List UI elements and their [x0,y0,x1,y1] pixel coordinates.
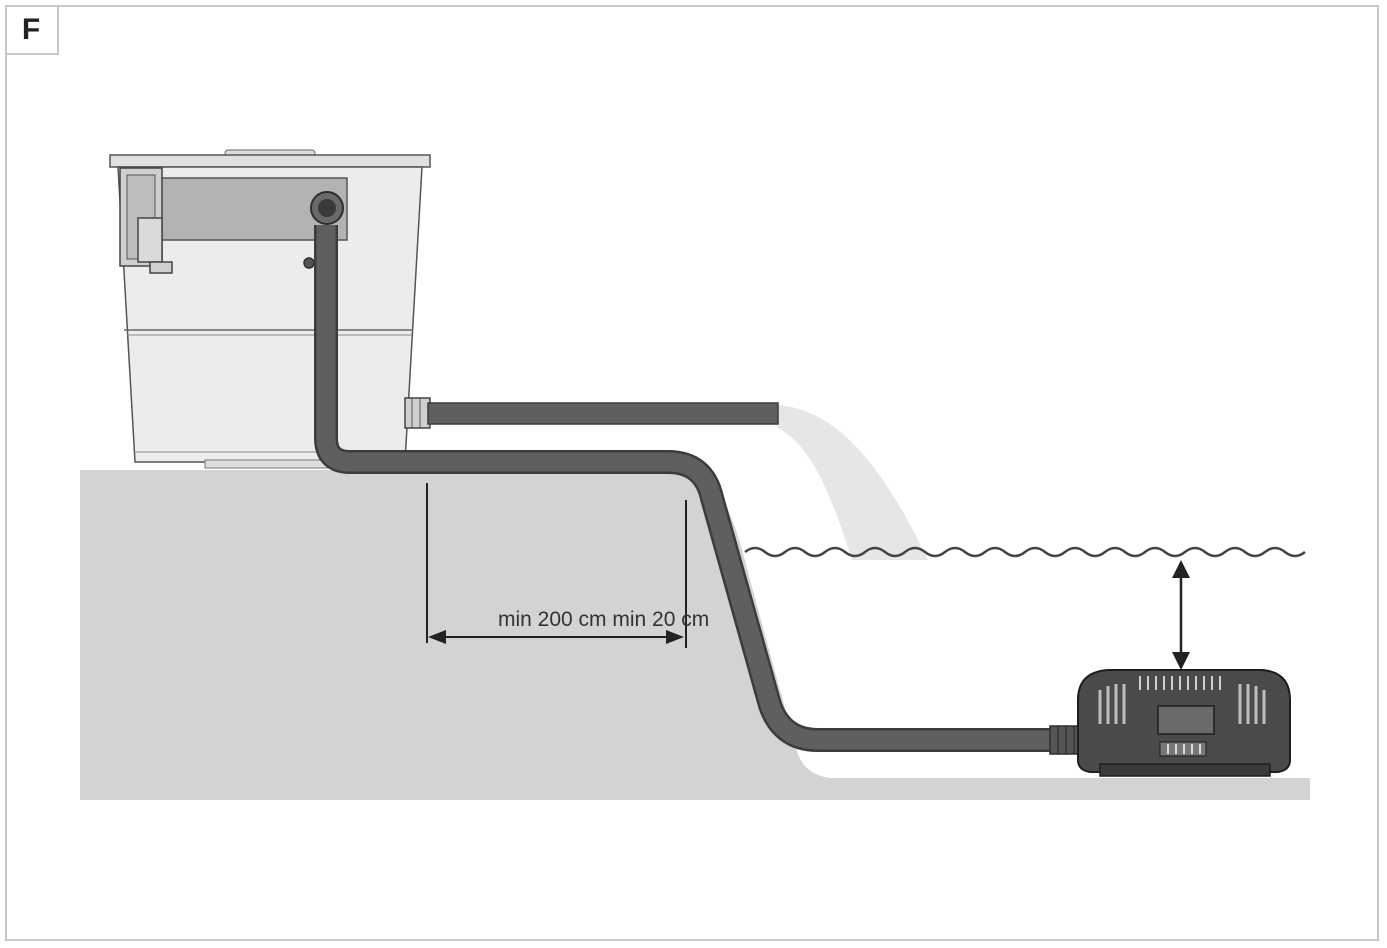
outlet-hose [427,402,779,425]
supply-hose [316,225,1058,750]
figure-label: F [5,5,59,55]
dimension-label: min 200 cm min 20 cm [498,608,709,631]
pump-handle [1157,705,1215,735]
pond-pump [1049,669,1291,777]
filter-screw [303,257,315,269]
depth-arrow [1172,560,1190,670]
filter-outlet-fitting [404,397,431,429]
water-stream [778,405,928,560]
horizontal-dimension: min 200 cm min 20 cm [426,483,709,648]
filter-box [109,149,431,469]
water-surface-line [744,546,1306,558]
ground-embankment [80,470,1310,800]
figure-frame [5,5,1379,941]
filter-base [204,459,336,469]
filter-lid [109,154,431,168]
